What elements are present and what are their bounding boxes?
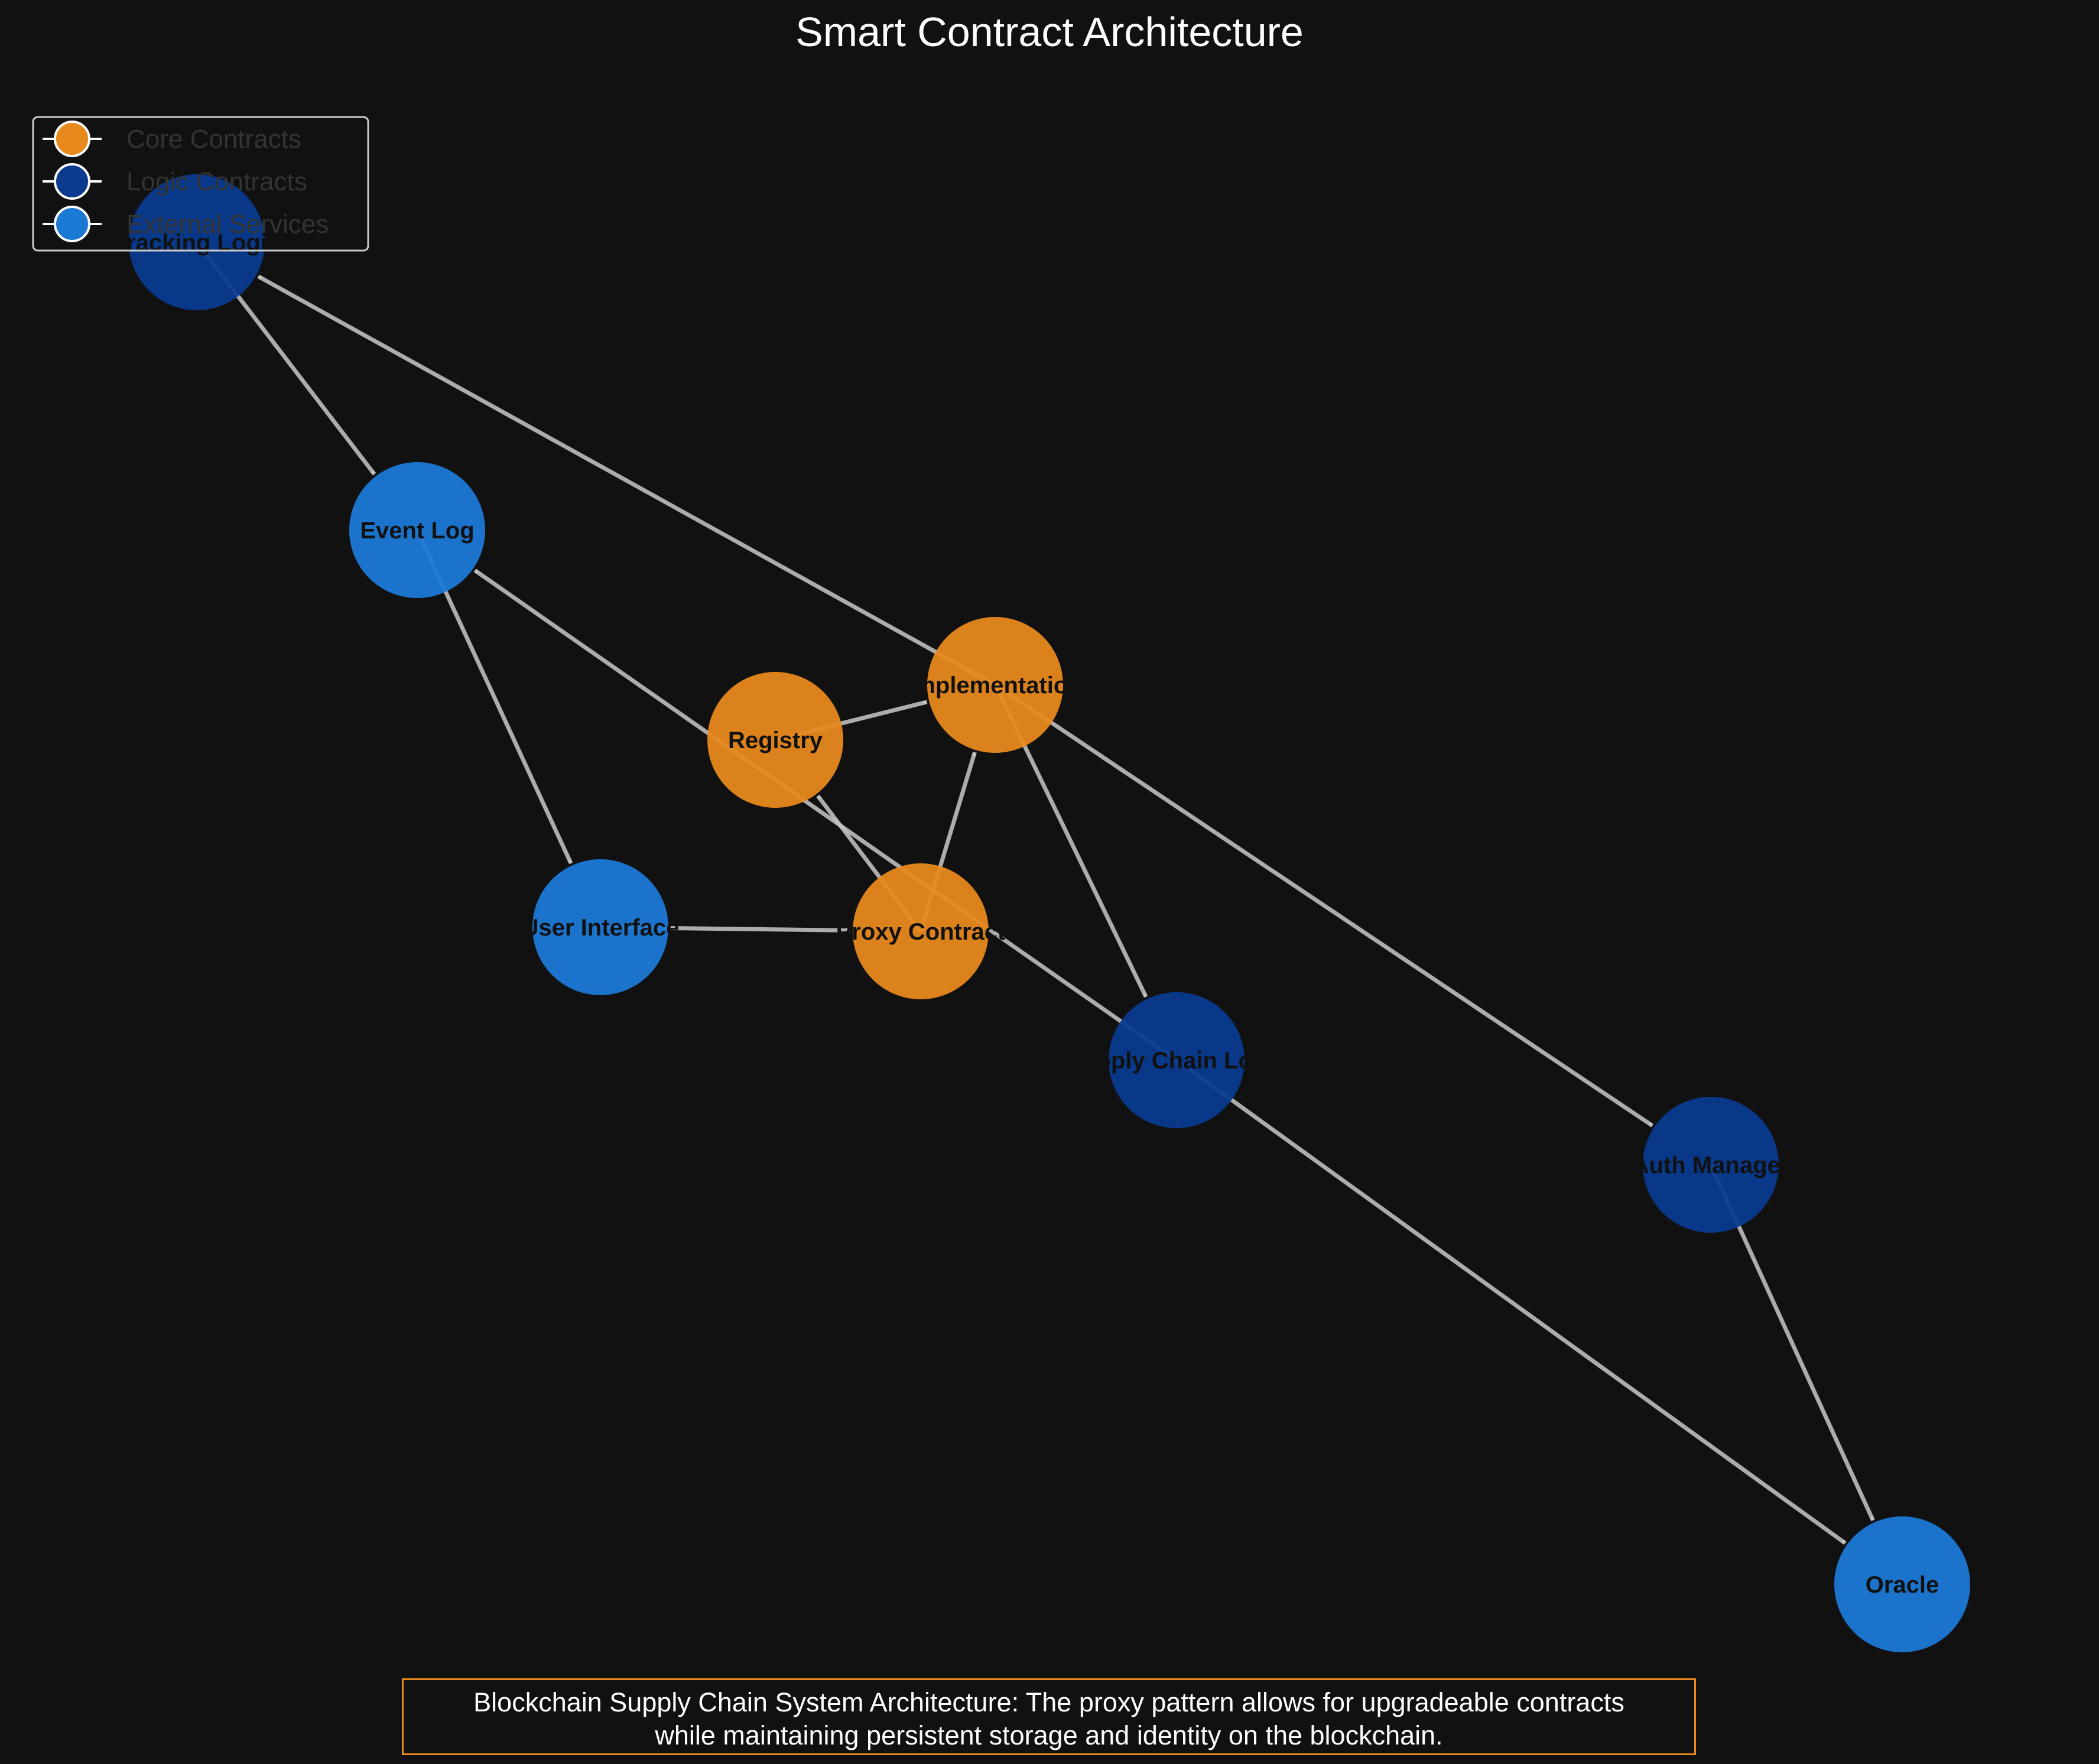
node-registry: [707, 672, 843, 808]
edge-impl-to-tracking: [257, 274, 996, 687]
node-eventlog: [349, 462, 485, 598]
diagram-title: Smart Contract Architecture: [795, 9, 1304, 55]
node-label-impl: Implementation: [908, 673, 1083, 699]
legend-marker-core: [54, 121, 90, 157]
caption-line-2: while maintaining persistent storage and…: [655, 1720, 1443, 1750]
node-label-ui: User Interface: [522, 915, 680, 941]
node-label-proxy: Proxy Contract: [836, 919, 1006, 945]
edge-supply-to-eventlog: [473, 568, 1178, 1062]
caption-box: Blockchain Supply Chain System Architect…: [402, 1678, 1696, 1755]
legend-marker-logic: [54, 163, 90, 200]
node-supply: [1109, 992, 1245, 1128]
legend-label-core: Core Contracts: [126, 125, 301, 154]
legend-box: [32, 116, 369, 252]
edge-supply-to-oracle: [1175, 1058, 1847, 1545]
edge-layer: [195, 241, 1875, 1545]
node-impl: [927, 617, 1063, 753]
node-oracle: [1834, 1516, 1970, 1652]
node-tracking: [129, 174, 265, 310]
label-layer: Proxy Contract ImplementationRegistrySupp…: [113, 230, 1939, 1598]
node-label-registry: Registry: [728, 727, 823, 753]
node-auth: [1643, 1097, 1779, 1233]
node-label-auth: Auth Manager: [1632, 1152, 1790, 1178]
node-label-tracking: Tracking Logic: [113, 230, 280, 256]
node-proxy: [853, 863, 989, 999]
node-label-supply: Supply Chain Logic: [1066, 1048, 1286, 1074]
node-label-oracle: Oracle: [1866, 1572, 1939, 1598]
legend-marker-external: [54, 206, 90, 242]
node-label-eventlog: Event Log: [360, 518, 474, 544]
legend-label-logic: Logic Contracts: [126, 167, 307, 196]
node-ui: [532, 859, 668, 995]
edge-impl-to-auth: [994, 683, 1654, 1128]
node-layer: [129, 174, 1970, 1652]
caption-line-1: Blockchain Supply Chain System Architect…: [473, 1687, 1624, 1717]
legend-label-external: External Services: [126, 210, 329, 239]
